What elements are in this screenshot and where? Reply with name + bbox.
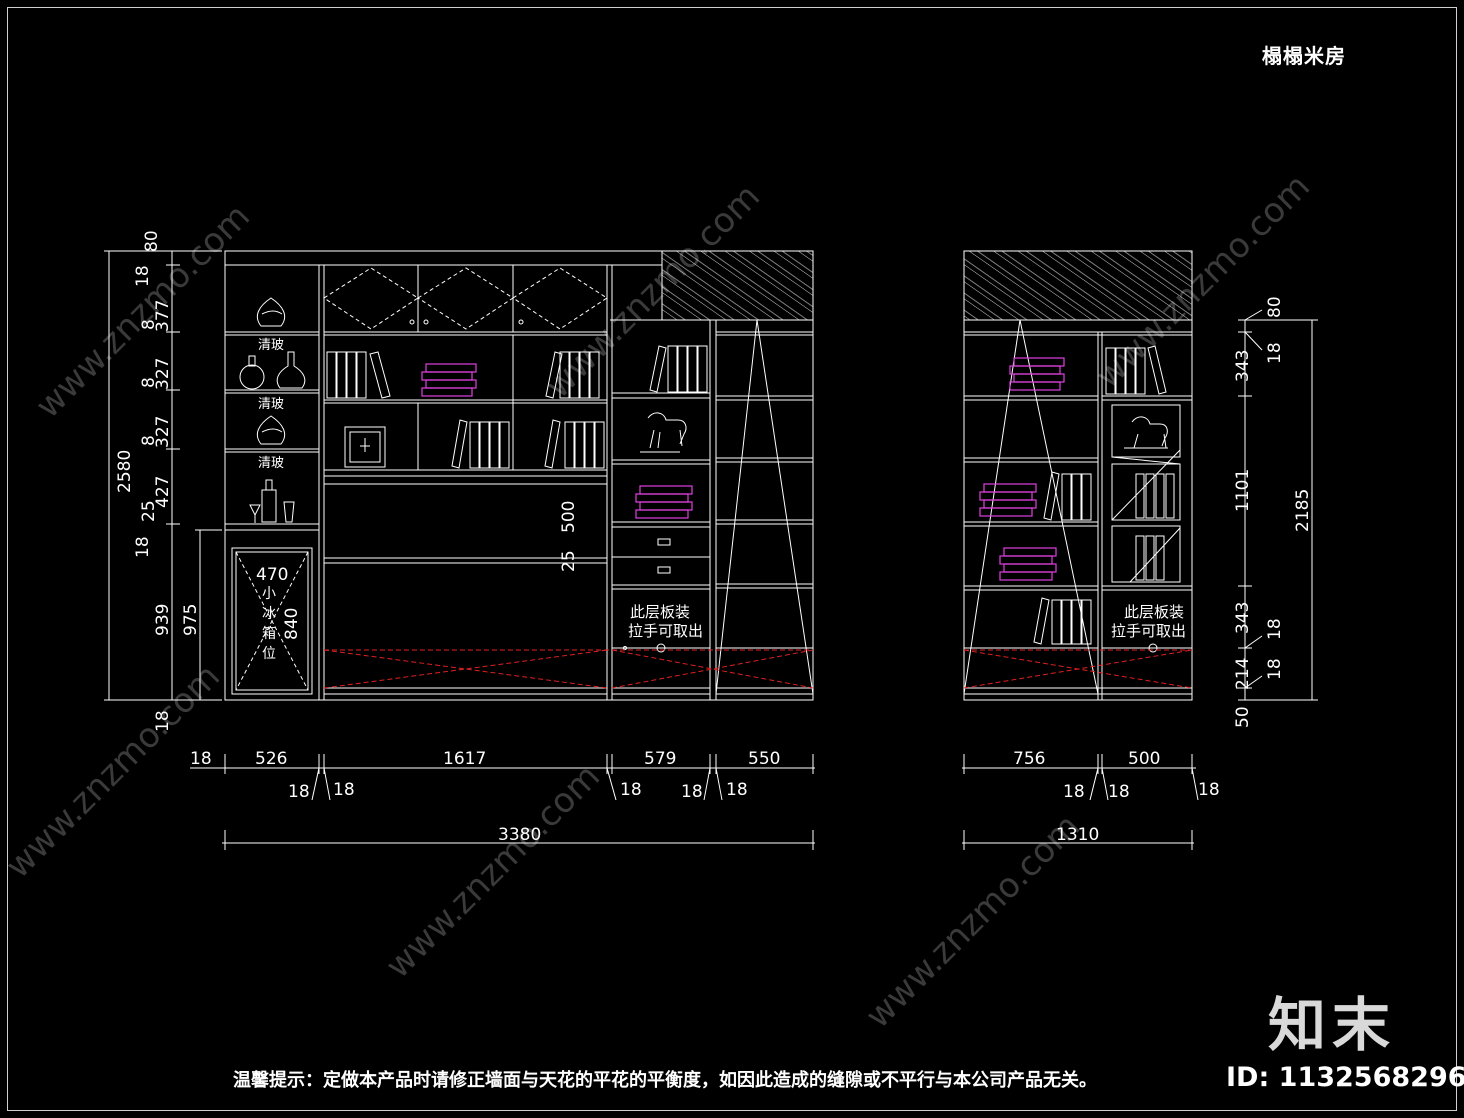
glass-label: 清玻 xyxy=(258,338,284,353)
dim-height: 18 xyxy=(133,536,153,558)
shelf-note: 此层板装 xyxy=(630,603,690,621)
dim-height: 327 xyxy=(153,358,173,390)
book-stacks-side xyxy=(979,357,1065,581)
dim-width: 18 xyxy=(288,782,310,802)
fridge-label: 箱 xyxy=(262,626,276,642)
dim-height: 18 xyxy=(1265,342,1285,364)
shelf-note: 此层板装 xyxy=(1124,603,1184,621)
watermark-text: www.znzmo.com xyxy=(0,656,228,886)
binders xyxy=(326,345,708,469)
shelf-note: 拉手可取出 xyxy=(1111,622,1186,640)
front-height-labels: 2580 80 18 377 8 327 8 327 8 427 25 18 9… xyxy=(115,230,201,732)
dim-overall-width: 1310 xyxy=(1056,825,1099,845)
side-width-labels: 756 500 18 18 18 1310 xyxy=(1013,749,1220,845)
dim-width: 18 xyxy=(190,749,212,769)
front-width-dims xyxy=(190,754,815,850)
dim-height: 18 xyxy=(153,710,173,732)
dim-width: 18 xyxy=(681,782,703,802)
dim-width: 18 xyxy=(1063,782,1085,802)
dim-height: 25 xyxy=(139,500,159,522)
front-labels: 清玻 清玻 清玻 470 小 冰 箱 位 840 500 25 此层板装 拉手可… xyxy=(256,338,703,662)
dim-height: 8 xyxy=(139,377,159,388)
dim-width: 18 xyxy=(333,780,355,800)
fridge-width: 470 xyxy=(256,565,288,585)
watermark-brand: 知末 xyxy=(1268,991,1397,1059)
front-height-dims xyxy=(104,250,222,701)
front-width-labels: 18 526 1617 579 550 18 18 18 18 18 3380 xyxy=(190,749,780,845)
dim-height: 343 xyxy=(1233,350,1253,382)
dim-height: 80 xyxy=(142,230,162,252)
dim-height: 50 xyxy=(1233,706,1253,728)
watermark-text: www.znzmo.com xyxy=(378,756,608,986)
book-stacks-front xyxy=(421,363,693,519)
dim-fridge-height: 975 xyxy=(181,604,201,636)
shelf-note: 拉手可取出 xyxy=(628,622,703,640)
inner-dim: 500 xyxy=(559,501,579,533)
dim-height: 327 xyxy=(153,416,173,448)
side-height-labels: 80 18 343 1101 343 18 214 18 50 2185 xyxy=(1233,296,1313,728)
dim-height: 8 xyxy=(139,435,159,446)
dim-width: 18 xyxy=(620,780,642,800)
watermark-text: www.znzmo.com xyxy=(858,806,1088,1036)
side-elevation xyxy=(963,250,1193,701)
dim-height: 939 xyxy=(153,604,173,636)
dim-height: 18 xyxy=(133,265,153,287)
dim-width: 579 xyxy=(644,749,676,769)
page-title: 榻榻米房 xyxy=(1262,44,1346,68)
dim-height: 214 xyxy=(1233,658,1253,690)
fridge-label: 位 xyxy=(262,646,276,662)
front-elevation xyxy=(224,250,814,701)
inner-dim: 25 xyxy=(559,550,579,572)
front-decor xyxy=(239,297,708,523)
dim-overall-width: 3380 xyxy=(498,825,541,845)
dim-width: 756 xyxy=(1013,749,1045,769)
dim-width: 550 xyxy=(748,749,780,769)
dim-height: 377 xyxy=(153,300,173,332)
side-width-dims xyxy=(962,754,1199,850)
glass-label: 清玻 xyxy=(258,456,284,471)
dim-overall-height: 2185 xyxy=(1293,489,1313,532)
dim-width: 526 xyxy=(255,749,287,769)
dim-width: 18 xyxy=(1198,780,1220,800)
side-ceiling-hatch xyxy=(963,250,1193,321)
dim-height: 8 xyxy=(139,319,159,330)
fridge-depth: 840 xyxy=(282,608,302,640)
dim-width: 1617 xyxy=(443,749,486,769)
dim-width: 500 xyxy=(1128,749,1160,769)
dim-overall-height: 2580 xyxy=(115,450,135,493)
fridge-label: 小 xyxy=(262,586,276,602)
dim-height: 427 xyxy=(153,476,173,508)
dim-height: 80 xyxy=(1265,296,1285,318)
front-outline xyxy=(224,250,814,701)
side-labels: 此层板装 拉手可取出 xyxy=(1111,603,1186,640)
dim-height: 18 xyxy=(1265,618,1285,640)
watermark-id: ID: 1132568296 xyxy=(1226,1062,1464,1093)
dim-height: 18 xyxy=(1265,658,1285,680)
footer-note: 温馨提示：定做本产品时请修正墙面与天花的平花的平衡度，如因此造成的缝隙或不平行与… xyxy=(233,1070,1097,1091)
dim-height: 1101 xyxy=(1233,469,1253,512)
glass-label: 清玻 xyxy=(258,397,284,412)
ceiling-hatch xyxy=(661,250,814,321)
dim-width: 18 xyxy=(1108,782,1130,802)
dim-width: 18 xyxy=(726,780,748,800)
side-height-dims xyxy=(1238,309,1318,701)
fridge-label: 冰 xyxy=(262,606,276,622)
dim-height: 343 xyxy=(1233,602,1253,634)
